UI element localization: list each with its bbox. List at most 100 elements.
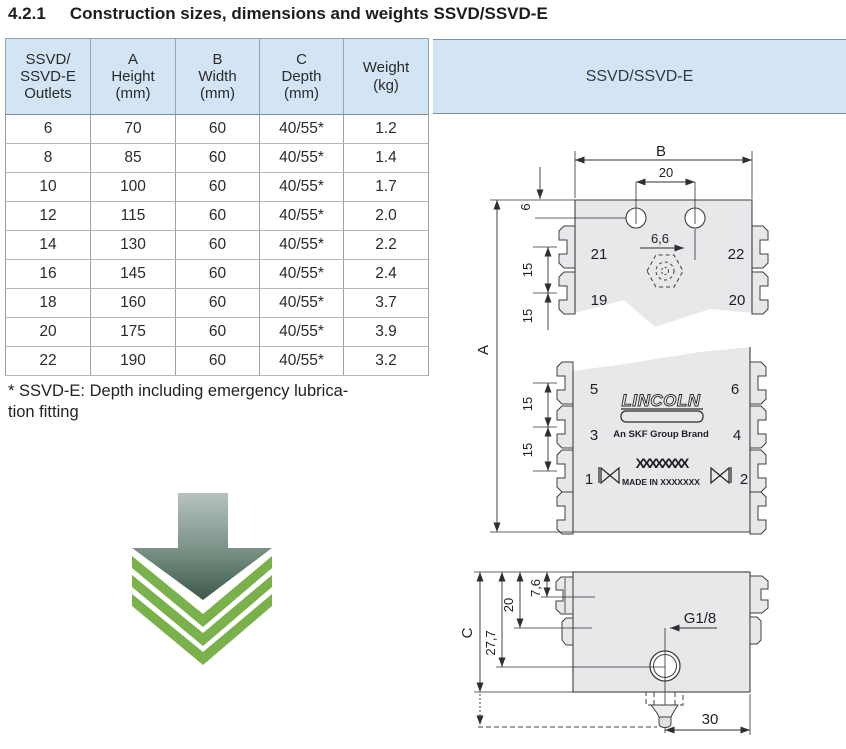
table-cell: 3.2: [343, 346, 429, 376]
table-cell: 1.2: [343, 114, 429, 144]
table-cell: 85: [90, 143, 176, 173]
table-cell: 130: [90, 230, 176, 260]
dim-label-15: 15: [520, 397, 535, 411]
table-cell: 40/55*: [259, 259, 344, 289]
table-cell: 60: [175, 346, 260, 376]
dim-label-A: A: [475, 345, 492, 355]
table-cell: 2.0: [343, 201, 429, 231]
dim-label-15: 15: [520, 443, 535, 457]
table-header-cell: SSVD/ SSVD-E Outlets: [5, 38, 91, 115]
table-cell: 60: [175, 317, 260, 347]
brand-subtitle: An SKF Group Brand: [613, 429, 709, 440]
chevron-stripes: [132, 556, 272, 665]
dim-label-76: 7,6: [528, 579, 543, 597]
table-cell: 175: [90, 317, 176, 347]
diagram-title: SSVD/SSVD-E: [585, 67, 694, 85]
check-valve-symbol-right: [710, 466, 732, 485]
download-arrow-icon: [132, 493, 272, 665]
made-in-marking: MADE IN XXXXXXX: [622, 477, 700, 487]
table-cell: 8: [5, 143, 91, 173]
section-number: 4.2.1: [8, 4, 46, 23]
dim-label-15: 15: [520, 263, 535, 277]
table-cell: 40/55*: [259, 346, 344, 376]
port-label: G1/8: [684, 610, 717, 627]
dim-label-30: 30: [702, 711, 719, 728]
outlet-number: 5: [590, 381, 598, 398]
table-cell: 20: [5, 317, 91, 347]
table-cell: 14: [5, 230, 91, 260]
table-cell: 3.9: [343, 317, 429, 347]
dim-label-66: 6,6: [651, 231, 669, 246]
table-cell: 16: [5, 259, 91, 289]
table-cell: 18: [5, 288, 91, 318]
table-header-cell: A Height (mm): [90, 38, 176, 115]
table-cell: 12: [5, 201, 91, 231]
outlet-number: 4: [733, 427, 741, 444]
page-title: 4.2.1 Construction sizes, dimensions and …: [8, 4, 548, 24]
table-cell: 190: [90, 346, 176, 376]
table-cell: 40/55*: [259, 172, 344, 202]
table-cell: 22: [5, 346, 91, 376]
table-cell: 60: [175, 230, 260, 260]
outlet-number: 1: [585, 471, 593, 488]
outlet-number: 2: [740, 471, 748, 488]
table-cell: 40/55*: [259, 201, 344, 231]
table-header-cell: C Depth (mm): [259, 38, 344, 115]
table-header-cell: B Width (mm): [175, 38, 260, 115]
hex-fitting-hidden: [646, 254, 684, 288]
table-cell: 10: [5, 172, 91, 202]
table-cell: 60: [175, 259, 260, 289]
table-cell: 60: [175, 114, 260, 144]
emergency-lube-fitting: [645, 691, 684, 729]
side-view: C 27,7 20 7,6 G1/8 30: [459, 571, 769, 735]
table-cell: 3.7: [343, 288, 429, 318]
outlet-number: 6: [731, 381, 739, 398]
dim-label-B: B: [656, 143, 666, 160]
outlet-number: 3: [590, 427, 598, 444]
table-cell: 60: [175, 288, 260, 318]
dim-label-20: 20: [659, 165, 673, 180]
table-cell: 100: [90, 172, 176, 202]
outlet-number: 22: [728, 246, 745, 263]
dim-label-15: 15: [520, 309, 535, 323]
table-cell: 40/55*: [259, 317, 344, 347]
dim-label-277: 27,7: [483, 630, 498, 655]
table-cell: 60: [175, 172, 260, 202]
outlet-number: 19: [591, 292, 608, 309]
lincoln-logo: LINCOLN: [620, 391, 704, 423]
table-cell: 40/55*: [259, 114, 344, 144]
table-cell: 2.4: [343, 259, 429, 289]
check-valve-symbol-left: [598, 466, 620, 485]
down-arrow: [132, 493, 272, 600]
table-header-cell: Weight (kg): [343, 38, 429, 115]
table-cell: 2.2: [343, 230, 429, 260]
table-cell: 40/55*: [259, 288, 344, 318]
table-cell: 60: [175, 143, 260, 173]
table-cell: 1.4: [343, 143, 429, 173]
table-cell: 145: [90, 259, 176, 289]
table-cell: 60: [175, 201, 260, 231]
diagram-panel-header: SSVD/SSVD-E: [433, 39, 846, 114]
section-title: Construction sizes, dimensions and weigh…: [69, 4, 548, 23]
table-cell: 115: [90, 201, 176, 231]
table-cell: 6: [5, 114, 91, 144]
table-cell: 1.7: [343, 172, 429, 202]
technical-drawing: B 20 6 6,6 15 15: [459, 143, 769, 735]
table-cell: 70: [90, 114, 176, 144]
table-cell: 40/55*: [259, 230, 344, 260]
table-cell: 40/55*: [259, 143, 344, 173]
dim-label-6: 6: [518, 203, 533, 210]
footnote: * SSVD-E: Depth including emergency lubr…: [8, 382, 349, 422]
